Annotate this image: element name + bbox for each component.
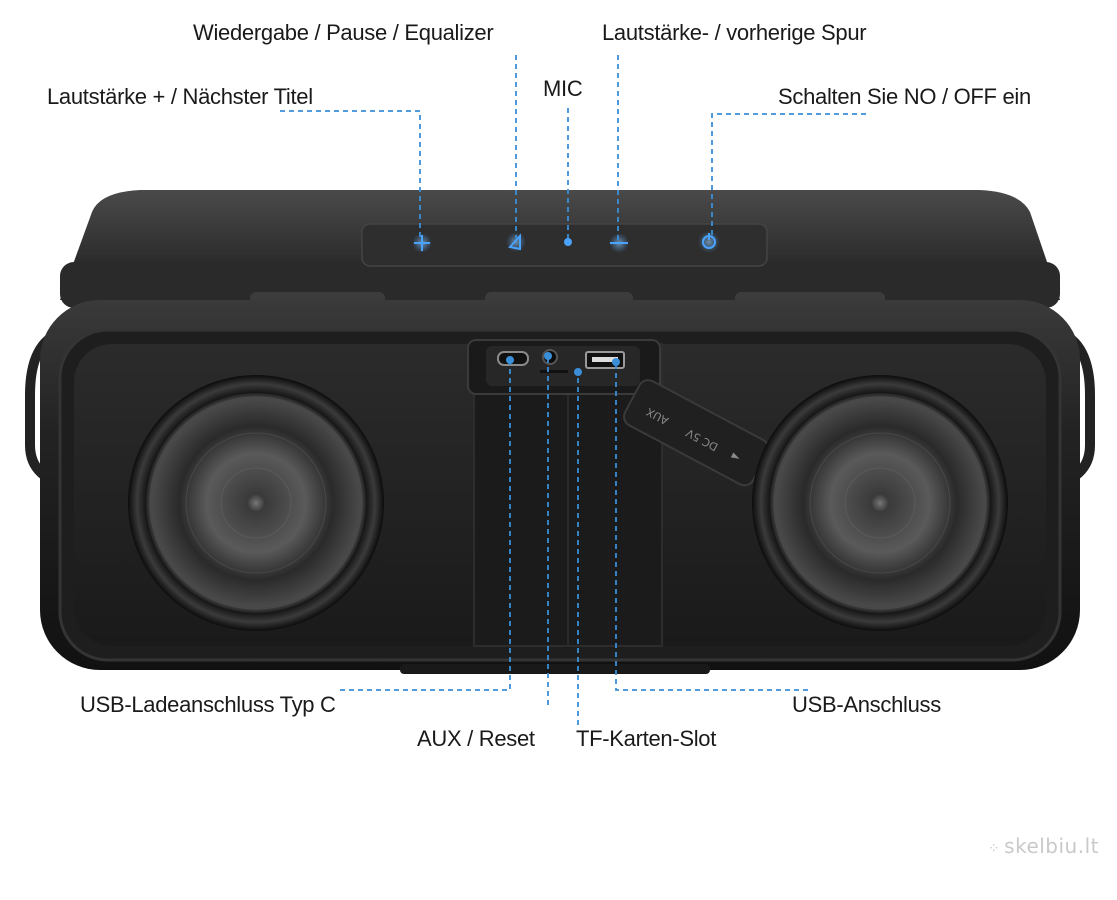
label-volume-minus: Lautstärke- / vorherige Spur <box>602 20 867 45</box>
callout-dots <box>506 352 620 376</box>
right-speaker-cone <box>770 393 990 613</box>
label-tf-slot: TF-Karten-Slot <box>576 726 717 751</box>
mic-hole <box>564 238 572 246</box>
label-usb: USB-Anschluss <box>792 692 941 717</box>
watermark: ⁘skelbiu.lt <box>988 834 1099 858</box>
label-power: Schalten Sie NO / OFF ein <box>778 84 1031 109</box>
watermark-icon: ⁘ <box>987 841 1001 857</box>
vol-plus-button <box>412 233 432 253</box>
label-play-pause: Wiedergabe / Pause / Equalizer <box>193 20 494 45</box>
tf-slot <box>540 370 568 373</box>
callout-lines <box>280 55 866 725</box>
label-volume-plus: Lautstärke + / Nächster Titel <box>47 84 313 109</box>
play-pause-button <box>506 232 526 252</box>
left-speaker-cone <box>146 393 366 613</box>
label-usb-c: USB-Ladeanschluss Typ C <box>80 692 336 717</box>
watermark-text: skelbiu.lt <box>1004 834 1099 858</box>
vol-minus-button <box>609 233 629 253</box>
control-strip <box>361 223 768 267</box>
power-button <box>698 231 720 253</box>
label-mic: MIC <box>543 76 583 101</box>
label-aux-reset: AUX / Reset <box>417 726 535 751</box>
bottom-foot <box>400 664 710 674</box>
